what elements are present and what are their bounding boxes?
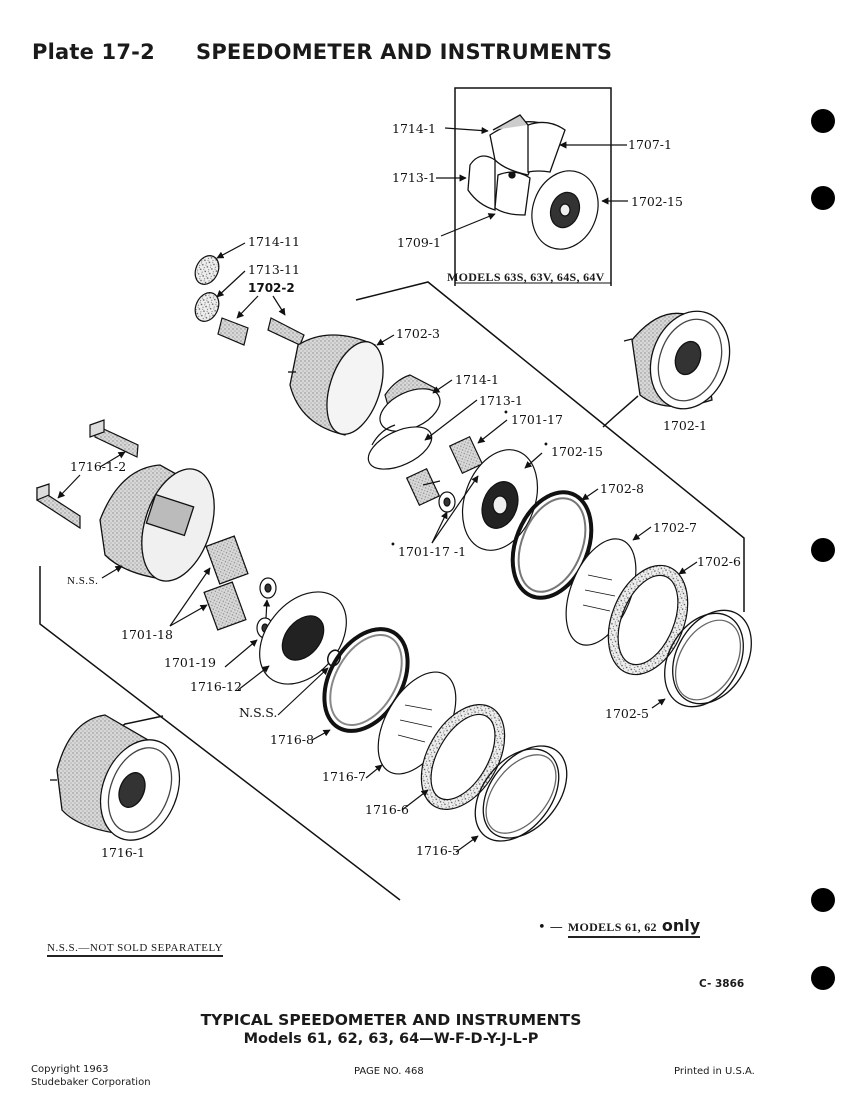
bullet-1701-17-1: • [390, 540, 396, 551]
label-1716-7: 1716-7 [322, 769, 366, 784]
label-1702-8: 1702-8 [600, 481, 644, 496]
inset-bracket [454, 87, 612, 286]
figure-caption-line2: Models 61, 62, 63, 64—W-F-D-Y-J-L-P [243, 1031, 539, 1047]
label-1702-15: 1702-15 [551, 444, 603, 459]
label-1714-11: 1714-11 [248, 234, 300, 249]
label-inset-1714-1: 1714-1 [392, 121, 436, 136]
plate-number: Plate 17-2 [32, 40, 155, 64]
label-1716-8: 1716-8 [270, 732, 314, 747]
models-only-prefix: • — [538, 920, 563, 935]
part-1701-18 [203, 535, 249, 631]
part-1702-15 [462, 449, 538, 551]
part-1716-1-2 [36, 419, 139, 530]
part-1716-6 [420, 704, 506, 810]
nss-note: N.S.S.—NOT SOLD SEPARATELY [47, 942, 224, 957]
label-1701-17: 1701-17 [511, 412, 563, 427]
printed-in: Printed in U.S.A. [674, 1066, 755, 1077]
label-1716-12: 1716-12 [190, 679, 242, 694]
models-only-note: • — MODELS 61, 62 only [538, 916, 701, 938]
inset-gauge-cluster [467, 114, 566, 216]
label-1702-1: 1702-1 [663, 418, 707, 433]
part-nss-housing [99, 464, 215, 582]
models-only-models: MODELS 61, 62 [567, 920, 657, 934]
models-only-underlined: MODELS 61, 62 only [567, 916, 701, 938]
drawing-number: C- 3866 [699, 978, 745, 990]
label-1701-18: 1701-18 [121, 627, 173, 642]
label-1713-1: 1713-1 [479, 393, 523, 408]
assembly-bracket-1702 [355, 281, 745, 612]
label-1714-1: 1714-1 [455, 372, 499, 387]
label-1702-5: 1702-5 [605, 706, 649, 721]
label-inset-1713-1: 1713-1 [392, 170, 436, 185]
label-1702-6: 1702-6 [697, 554, 741, 569]
page-number: PAGE NO. 468 [354, 1066, 424, 1077]
part-1702-3 [288, 334, 384, 436]
copyright-line2: Studebaker Corporation [31, 1077, 151, 1088]
binder-hole [811, 186, 835, 210]
label-nss-bulb: N.S.S. [239, 705, 278, 720]
part-1702-6 [607, 564, 689, 676]
part-1702-1 [623, 310, 731, 410]
part-1716-12 [259, 591, 347, 685]
copyright-line1: Copyright 1963 [31, 1064, 109, 1075]
binder-hole [811, 966, 835, 990]
part-1713-11 [194, 292, 220, 322]
label-1701-17-1: 1701-17 -1 [398, 544, 467, 559]
leader-lines [57, 242, 698, 853]
part-1716-1 [50, 714, 181, 841]
label-1716-1-2: 1716-1-2 [70, 459, 127, 474]
page-title: SPEEDOMETER AND INSTRUMENTS [196, 40, 613, 64]
inset-leader-lines [436, 126, 628, 237]
label-1701-19: 1701-19 [164, 655, 216, 670]
models-only-suffix: only [661, 916, 701, 935]
part-1702-7 [565, 538, 637, 646]
bullet-1702-15: • [543, 440, 549, 451]
binder-hole [811, 888, 835, 912]
label-inset-1702-15: 1702-15 [631, 194, 683, 209]
label-1716-6: 1716-6 [365, 802, 409, 817]
label-nss-housing: N.S.S. [67, 575, 99, 587]
label-1702-2: 1702-2 [248, 281, 295, 295]
figure-caption-line1: TYPICAL SPEEDOMETER AND INSTRUMENTS [200, 1011, 582, 1029]
part-1702-5 [664, 609, 752, 708]
label-inset-1707-1: 1707-1 [628, 137, 672, 152]
label-1716-1: 1716-1 [101, 845, 145, 860]
part-1702-2 [217, 317, 305, 346]
inset-printed-circuit [531, 170, 599, 250]
label-1713-11: 1713-11 [248, 262, 300, 277]
part-1716-5 [474, 745, 568, 842]
inset-models-caption: MODELS 63S, 63V, 64S, 64V [447, 270, 605, 284]
binder-hole [811, 538, 835, 562]
label-1716-5: 1716-5 [416, 843, 460, 858]
part-1714-11 [194, 255, 220, 285]
label-inset-1709-1: 1709-1 [397, 235, 441, 250]
label-1702-3: 1702-3 [396, 326, 440, 341]
label-1702-7: 1702-7 [653, 520, 697, 535]
bullet-1701-17: • [503, 408, 509, 419]
part-1714-1-1713-1 [367, 374, 441, 470]
binder-hole [811, 109, 835, 133]
